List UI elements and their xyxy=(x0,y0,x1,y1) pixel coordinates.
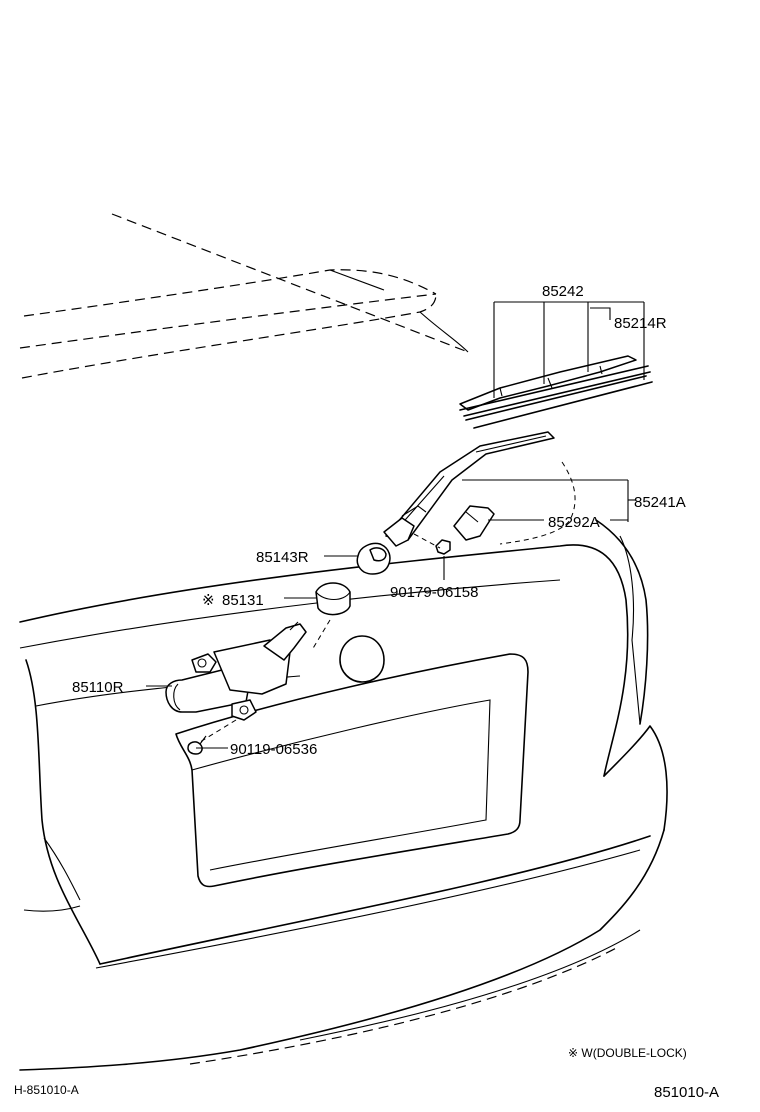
label-motor-assy: 85110R xyxy=(72,679,124,696)
double-lock-note: ※ W(DOUBLE-LOCK) xyxy=(568,1046,687,1060)
wiper-blade-illustration xyxy=(459,355,653,429)
head-cover-illustration xyxy=(453,505,495,541)
pivot-seal-marker: ※ xyxy=(202,592,215,609)
cap-illustration xyxy=(356,542,391,575)
label-head-cover: 85292A xyxy=(548,514,600,531)
label-blade-assy: 85242 xyxy=(542,283,584,300)
label-bolt: 90119-06536 xyxy=(230,741,317,758)
wiper-arm-illustration xyxy=(383,431,555,547)
label-pivot-seal: 85131 xyxy=(222,592,264,609)
wiper-motor-illustration xyxy=(165,621,307,743)
label-cap: 85143R xyxy=(256,549,309,566)
nut-illustration xyxy=(413,533,451,555)
part-labels: 85242 85214R 85241A 85292A 85143R ※ 8513… xyxy=(72,283,686,758)
leader-lines xyxy=(146,301,645,749)
label-blade-rubber: 85214R xyxy=(614,315,667,332)
pivot-seal-illustration xyxy=(311,582,351,651)
vehicle-body-outline xyxy=(19,213,668,1071)
label-nut: 90179-06158 xyxy=(390,584,478,601)
label-arm-assy: 85241A xyxy=(634,494,686,511)
figure-number: 851010-A xyxy=(654,1084,719,1101)
bolt-illustration xyxy=(187,735,207,755)
illustration-code: H-851010-A xyxy=(14,1083,79,1097)
